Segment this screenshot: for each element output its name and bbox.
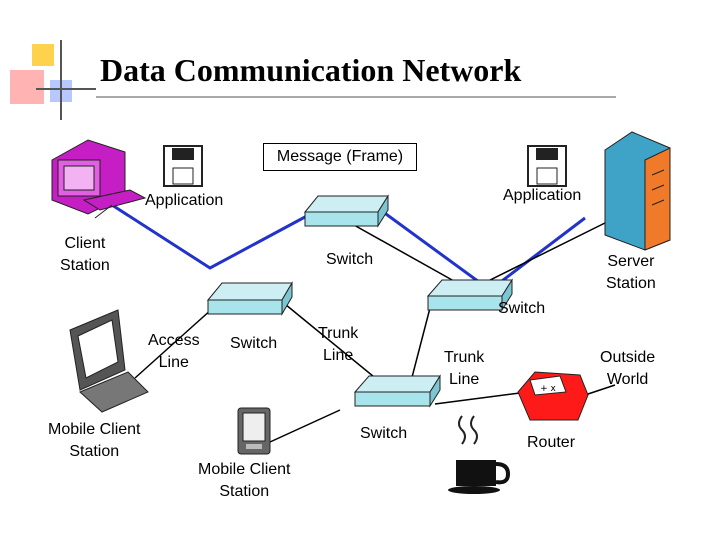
router-icon: + x bbox=[517, 371, 589, 421]
page-title: Data Communication Network bbox=[100, 52, 522, 88]
router-label: Router bbox=[527, 434, 576, 451]
switch-right-label: Switch bbox=[498, 300, 546, 317]
switch-bottom-label: Switch bbox=[360, 425, 408, 442]
message-frame-box: Message (Frame) bbox=[263, 143, 417, 171]
mobile-client-pda-label: Mobile Client Station bbox=[198, 461, 291, 500]
floppy-disk-icon bbox=[163, 145, 203, 187]
trunk-line-left-label: Trunk Line bbox=[318, 325, 359, 364]
access-line-label: Access Line bbox=[148, 332, 200, 371]
switch-left-label: Switch bbox=[230, 335, 278, 352]
svg-text:+ x: + x bbox=[540, 384, 556, 394]
title-decoration bbox=[0, 0, 100, 120]
title-underline bbox=[96, 96, 616, 98]
message-path bbox=[111, 203, 319, 270]
trunk-line-right-label: Trunk Line bbox=[444, 349, 485, 388]
pda-icon bbox=[237, 407, 271, 455]
laptop-icon bbox=[69, 309, 149, 413]
coffee-cup-icon bbox=[448, 415, 511, 494]
client-station-label: Client Station bbox=[60, 235, 110, 274]
floppy-disk-icon bbox=[527, 145, 567, 187]
server-station-label: Server Station bbox=[606, 253, 656, 292]
application-left-label: Application bbox=[145, 192, 224, 209]
network-switch-icon bbox=[426, 278, 513, 312]
mobile-client-laptop-label: Mobile Client Station bbox=[48, 421, 141, 460]
switch-top-label: Switch bbox=[326, 251, 374, 268]
outside-world-label: Outside World bbox=[600, 349, 656, 388]
network-switch-icon bbox=[206, 281, 293, 316]
application-right-label: Application bbox=[503, 187, 582, 204]
desktop-pc-icon bbox=[51, 139, 147, 219]
network-switch-icon bbox=[303, 194, 389, 228]
server-tower-icon bbox=[604, 131, 671, 251]
network-switch-icon bbox=[353, 374, 441, 408]
